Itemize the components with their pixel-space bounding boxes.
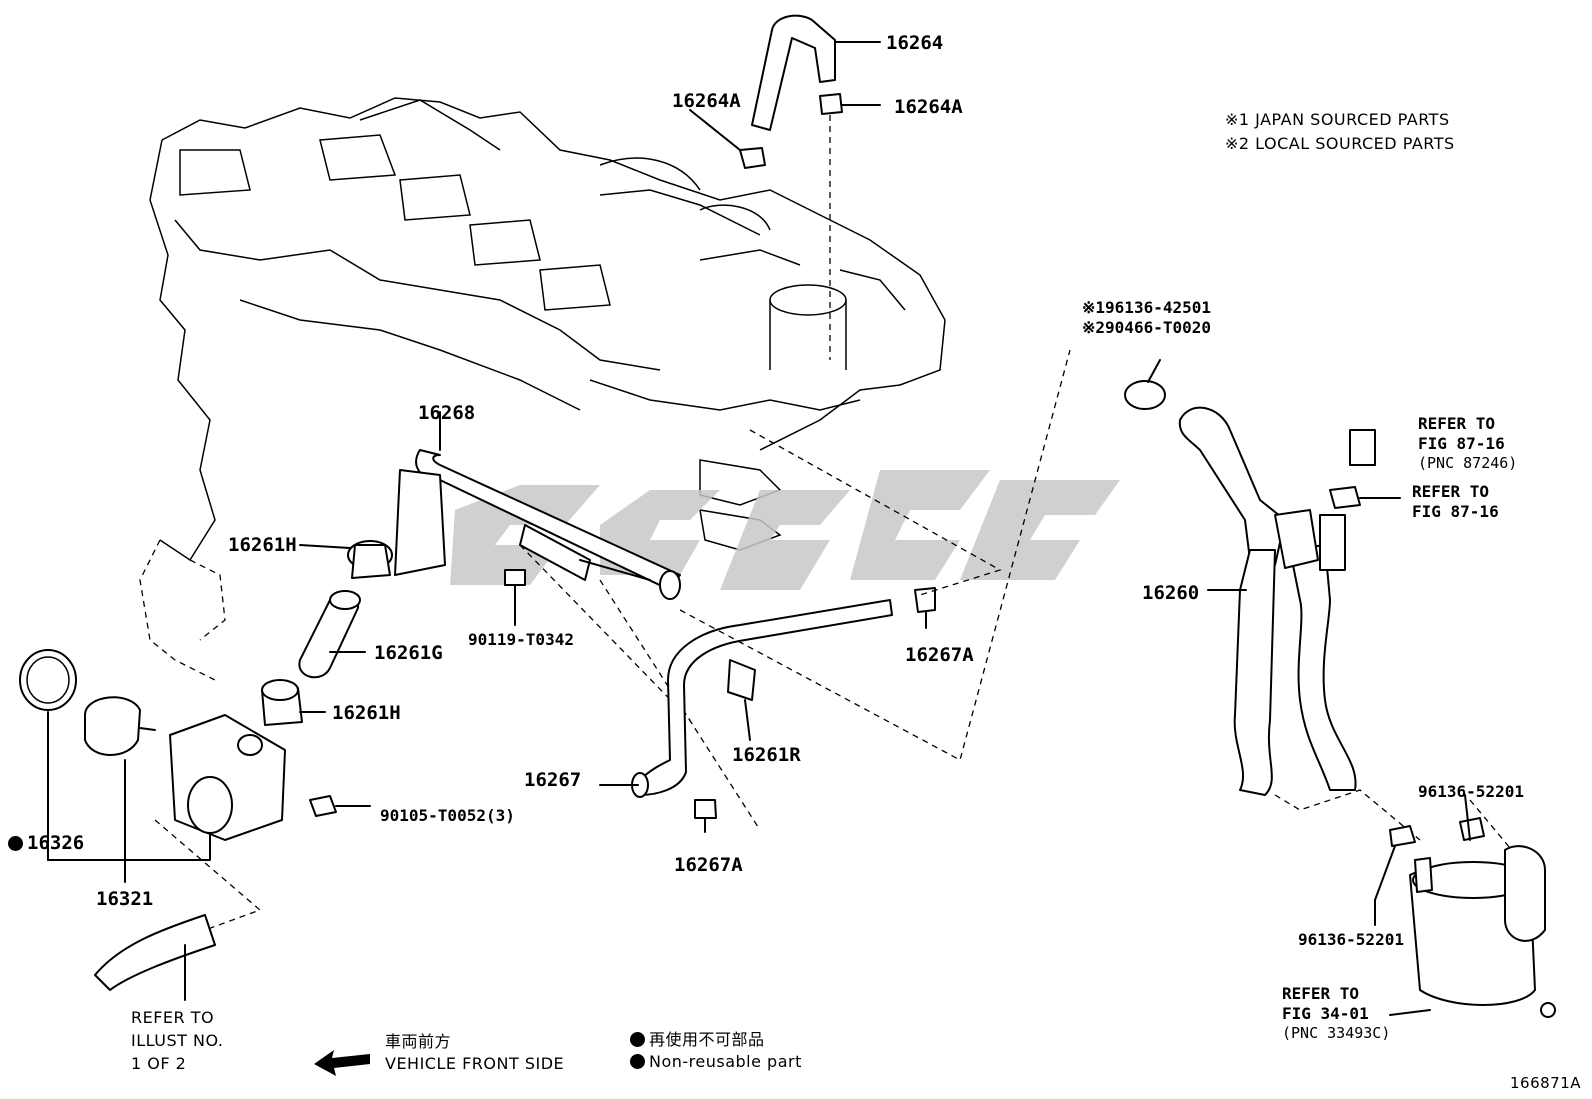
legend-nonreuse-en: Non-reusable part bbox=[630, 1052, 802, 1071]
part-label-16261G: 16261G bbox=[374, 642, 443, 664]
legend-front-jp: 車両前方 bbox=[385, 1032, 452, 1051]
reference-line: 1 OF 2 bbox=[131, 1054, 187, 1074]
engine-block bbox=[139, 97, 946, 681]
part-label-16261H-top: 16261H bbox=[228, 534, 297, 556]
reference-line: REFER TO bbox=[1412, 482, 1490, 501]
part-label-16267: 16267 bbox=[524, 769, 582, 791]
watermark-logo bbox=[450, 470, 1120, 590]
note-japan-sourced: ※1 JAPAN SOURCED PARTS bbox=[1225, 110, 1450, 129]
arrow-left-icon bbox=[314, 1050, 370, 1076]
reference-line: FIG 34-01 bbox=[1282, 1004, 1369, 1023]
reference-line: REFER TO bbox=[1282, 984, 1360, 1003]
part-label-16261H-bottom: 16261H bbox=[332, 702, 401, 724]
reference-fig-34-01: REFER TO FIG 34-01 (PNC 33493C) bbox=[1282, 984, 1390, 1043]
pipe-16268 bbox=[394, 411, 761, 831]
part-label-90105-T0052: 90105-T0052(3) bbox=[380, 806, 515, 825]
bullet-icon bbox=[630, 1054, 645, 1069]
part-label-96136-52201-right: 96136-52201 bbox=[1418, 782, 1524, 801]
bullet-icon bbox=[630, 1032, 645, 1047]
hose-16260 bbox=[1124, 359, 1521, 861]
part-label-16267A-bottom: 16267A bbox=[674, 854, 743, 876]
part-label-16268: 16268 bbox=[418, 402, 476, 424]
part-label-90119-T0342: 90119-T0342 bbox=[468, 630, 574, 649]
bullet-icon bbox=[8, 836, 23, 851]
figure-id: 166871A bbox=[1510, 1074, 1582, 1092]
part-label-90466-T0020: ※290466-T0020 bbox=[1082, 318, 1211, 337]
legend-front-en: VEHICLE FRONT SIDE bbox=[385, 1054, 565, 1073]
reference-fig-87-16-b: REFER TO FIG 87-16 bbox=[1412, 482, 1499, 522]
reference-line: REFER TO bbox=[131, 1008, 215, 1027]
part-label-16264A-right: 16264A bbox=[894, 96, 963, 118]
part-label-16260: 16260 bbox=[1142, 582, 1200, 604]
hose-16264 bbox=[689, 14, 881, 360]
reference-line: FIG 87-16 bbox=[1418, 434, 1505, 453]
reference-line: (PNC 87246) bbox=[1418, 454, 1518, 472]
part-label-96136-42501: ※196136-42501 bbox=[1082, 298, 1211, 317]
part-label-16326: 16326 bbox=[8, 834, 84, 853]
bypass-hose-set bbox=[261, 540, 393, 726]
lower-hose bbox=[94, 914, 216, 1001]
part-label-16261R: 16261R bbox=[732, 744, 801, 766]
reference-fig-87-16-a: REFER TO FIG 87-16 (PNC 87246) bbox=[1418, 414, 1517, 473]
reference-line: ILLUST NO. bbox=[131, 1031, 224, 1051]
reference-illust: REFER TO ILLUST NO. 1 OF 2 bbox=[131, 1006, 223, 1076]
reference-line: (PNC 33493C) bbox=[1282, 1024, 1391, 1042]
thermostat-assembly bbox=[19, 649, 371, 931]
reference-line: REFER TO bbox=[1418, 414, 1496, 433]
note-local-sourced: ※2 LOCAL SOURCED PARTS bbox=[1225, 134, 1455, 153]
legend-nonreuse-jp: 再使用不可部品 bbox=[630, 1030, 765, 1049]
legend-nonreuse-en-text: Non-reusable part bbox=[649, 1052, 802, 1071]
hose-16267 bbox=[599, 349, 1071, 833]
legend-nonreuse-jp-text: 再使用不可部品 bbox=[649, 1030, 765, 1049]
part-label-16326-text: 16326 bbox=[27, 832, 85, 854]
part-label-16264A-left: 16264A bbox=[672, 90, 741, 112]
oil-cooler bbox=[1374, 794, 1556, 1018]
part-label-16264: 16264 bbox=[886, 32, 944, 54]
part-label-16267A-right: 16267A bbox=[905, 644, 974, 666]
part-label-96136-52201-left: 96136-52201 bbox=[1298, 930, 1404, 949]
reference-line: FIG 87-16 bbox=[1412, 502, 1499, 521]
part-label-16321: 16321 bbox=[96, 888, 154, 910]
